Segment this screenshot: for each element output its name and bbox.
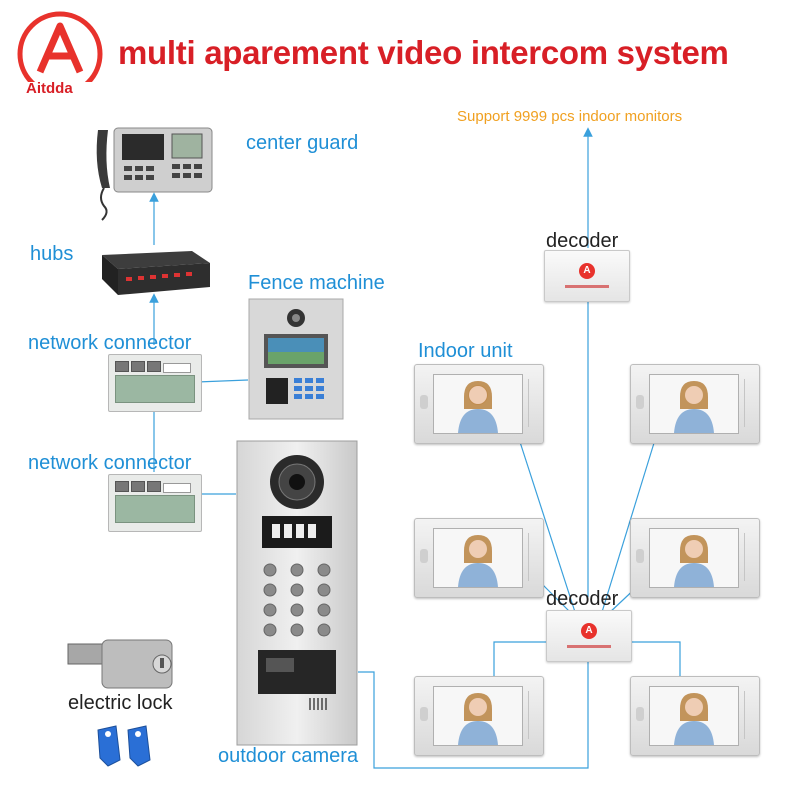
indoor-monitor-5 <box>414 676 544 756</box>
decoder-bottom: A <box>546 610 632 662</box>
indoor-monitor-3 <box>414 518 544 598</box>
label-electric-lock: electric lock <box>68 692 173 714</box>
page-title: multi aparement video intercom system <box>118 34 729 71</box>
person-image <box>458 693 498 745</box>
decoder-logo-icon: A <box>581 623 597 639</box>
logo-text: Aitdda <box>26 80 73 97</box>
network-connector-2 <box>108 474 202 532</box>
decoder-logo-icon: A <box>579 263 595 279</box>
label-decoder-top: decoder <box>546 230 619 252</box>
person-image <box>674 381 714 433</box>
outdoor-camera-panel <box>236 440 358 746</box>
network-connector-1 <box>108 354 202 412</box>
hubs-device <box>102 251 210 295</box>
rfid-keyfob-icon <box>97 725 151 767</box>
support-note: Support 9999 pcs indoor monitors <box>457 108 683 125</box>
center-guard-device <box>96 127 213 221</box>
label-decoder-bottom: decoder <box>546 588 619 610</box>
person-image <box>458 381 498 433</box>
label-fence-machine: Fence machine <box>248 272 385 294</box>
label-network-connector-2: network connector <box>28 452 192 474</box>
indoor-monitor-2 <box>630 364 760 444</box>
fence-machine-device <box>248 298 344 420</box>
label-center-guard: center guard <box>246 132 359 154</box>
indoor-monitor-4 <box>630 518 760 598</box>
label-indoor-unit: Indoor unit <box>418 340 513 362</box>
person-image <box>458 535 498 587</box>
indoor-monitor-1 <box>414 364 544 444</box>
label-hubs: hubs <box>30 243 74 265</box>
decoder-top: A <box>544 250 630 302</box>
label-outdoor-camera: outdoor camera <box>218 745 359 767</box>
label-network-connector-1: network connector <box>28 332 192 354</box>
person-image <box>674 535 714 587</box>
electric-lock-device <box>67 639 173 689</box>
indoor-monitor-6 <box>630 676 760 756</box>
aitdda-logo <box>17 11 103 104</box>
person-image <box>674 693 714 745</box>
